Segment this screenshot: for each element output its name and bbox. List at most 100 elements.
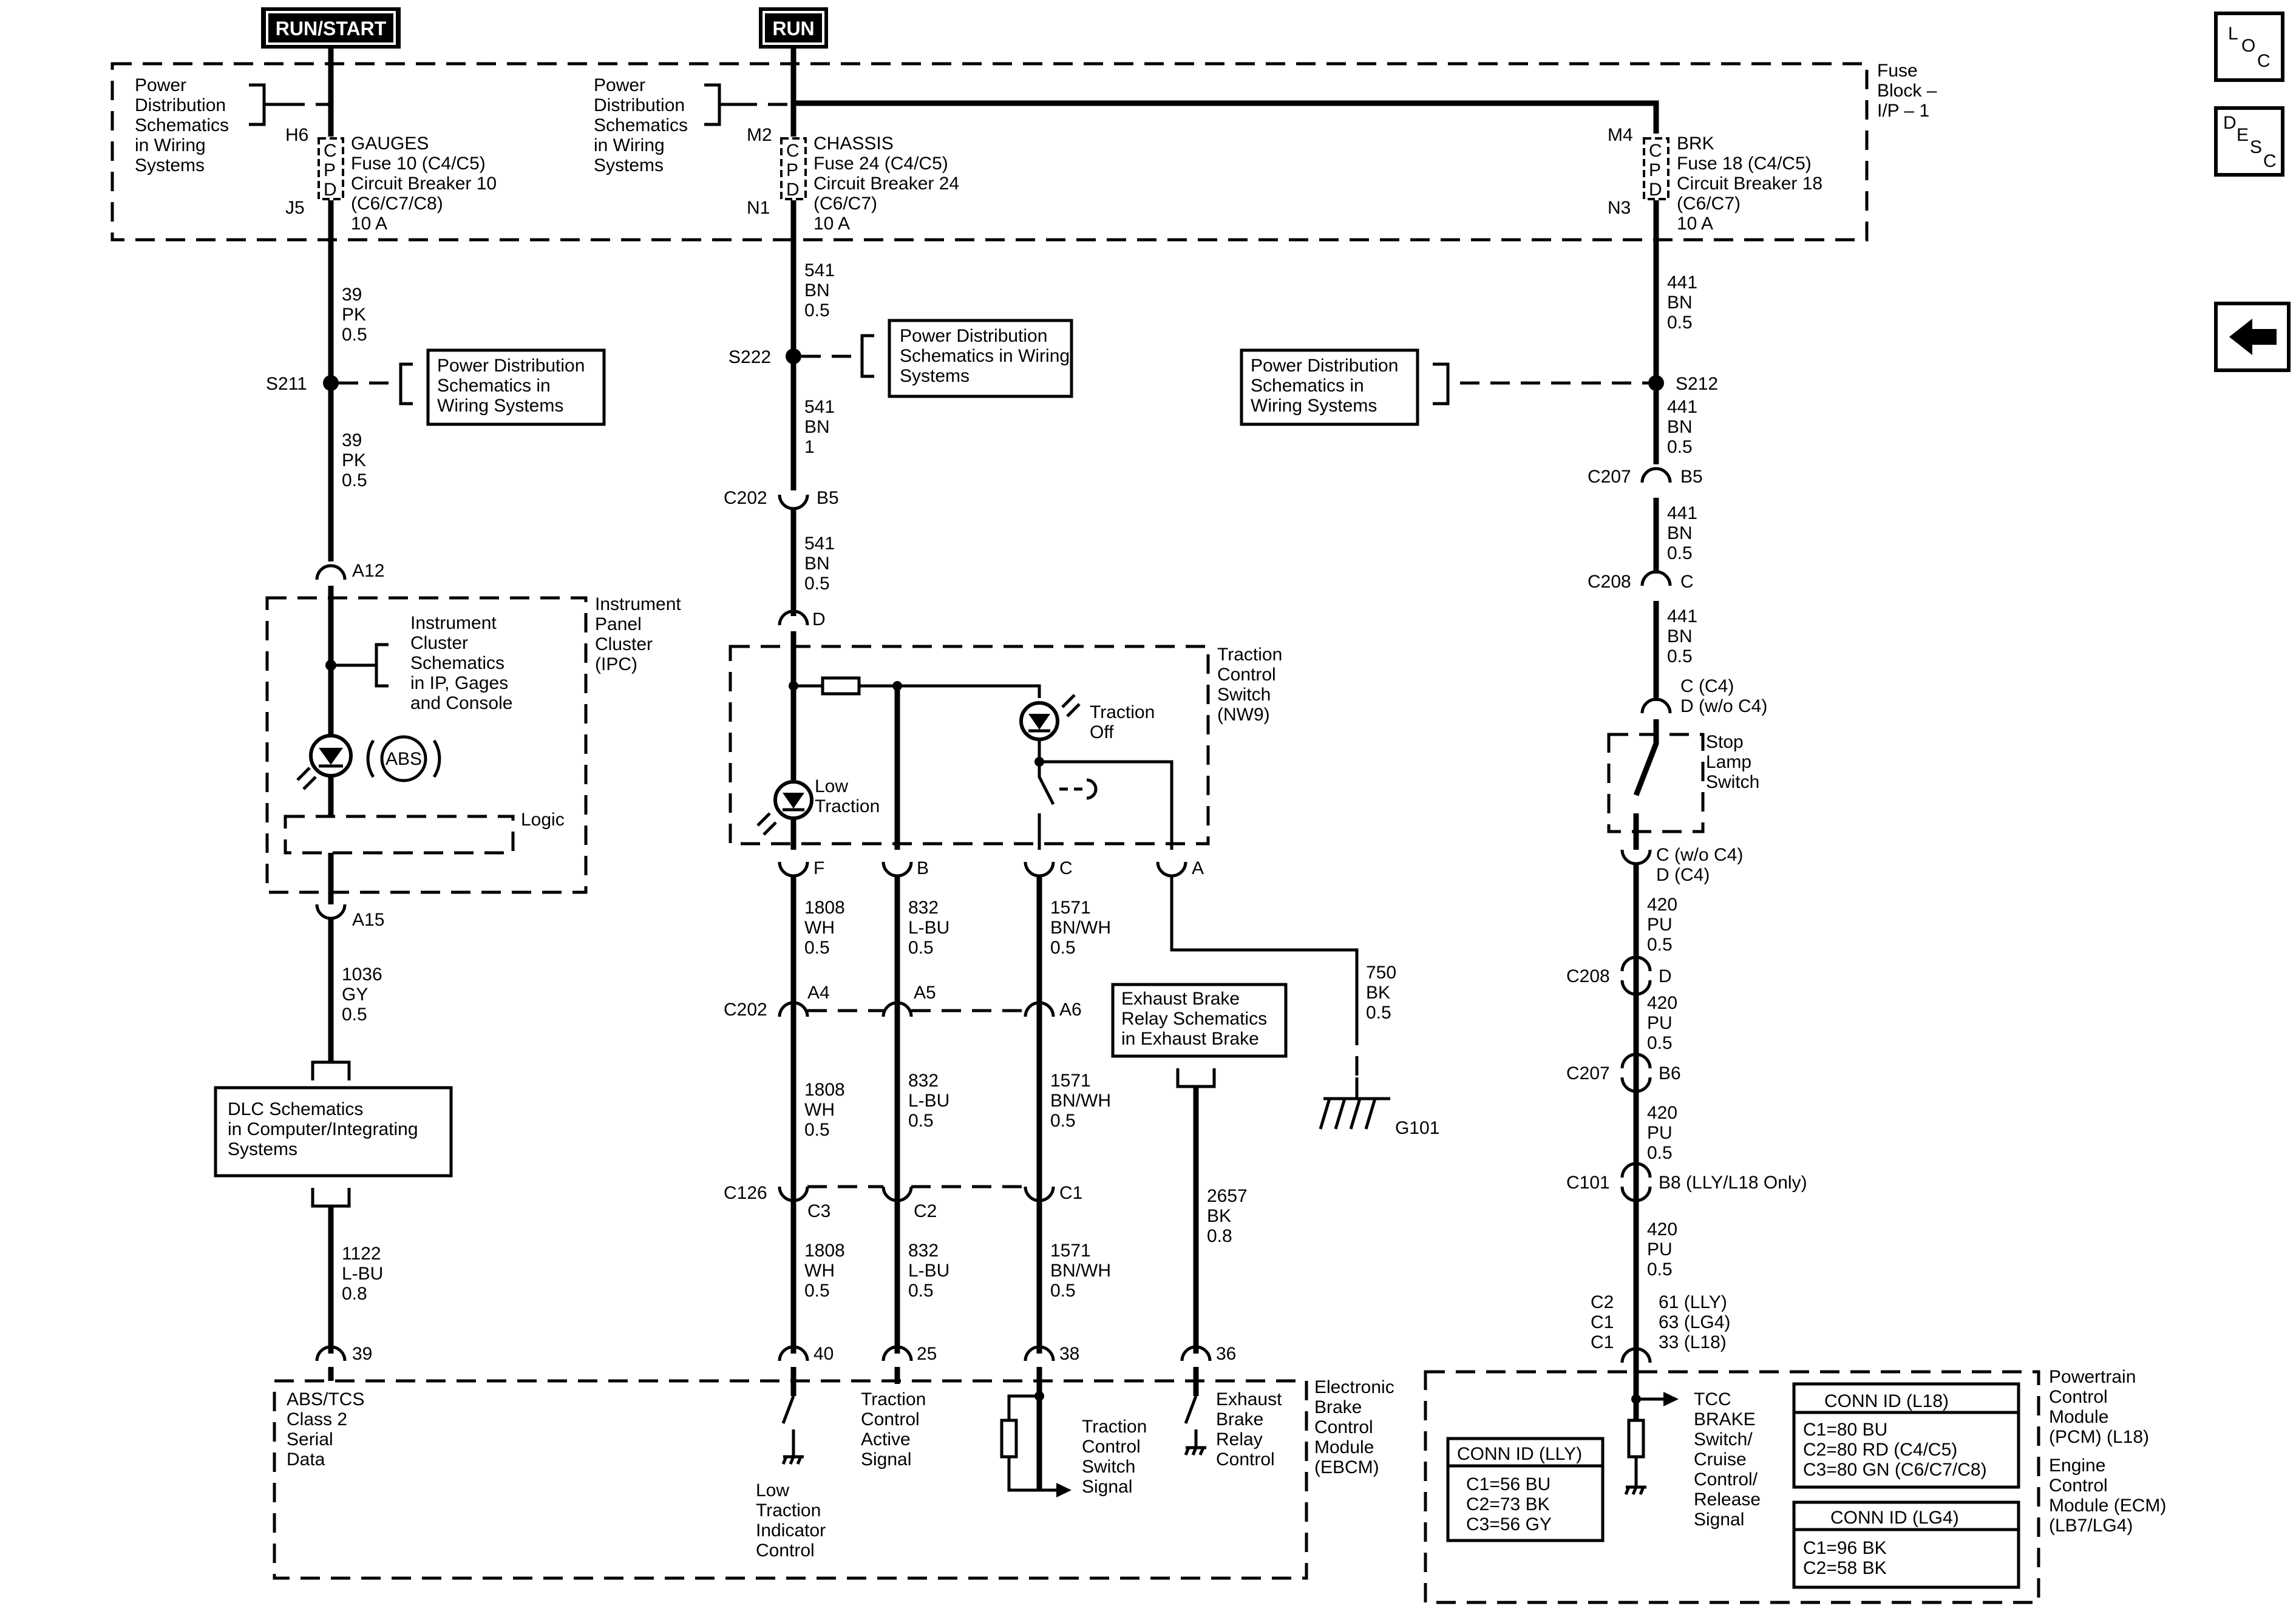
stop-lamp-text: Switch: [1706, 772, 1759, 792]
pds-box-text: Power Distribution: [1251, 356, 1398, 376]
run-label: RUN: [772, 18, 814, 39]
cpd-p: P: [1649, 160, 1661, 180]
connector-pin: 33 (L18): [1659, 1332, 1727, 1352]
low-traction-text: Low: [815, 776, 848, 796]
fuse-amps: 10 A: [351, 214, 387, 234]
fuse-rating: Fuse 24 (C4/C5): [813, 154, 948, 174]
connector-pin: 25: [917, 1344, 937, 1364]
ebcm-func-text: Control: [1082, 1437, 1141, 1457]
splice-s222: [786, 348, 801, 364]
description-button[interactable]: D E S C: [2214, 106, 2284, 177]
conn-id-lly-table: CONN ID (LLY) C1=56 BU C2=73 BK C3=56 GY: [1446, 1437, 1605, 1542]
tcs-text: (NW9): [1217, 705, 1270, 725]
back-arrow-button[interactable]: [2214, 302, 2291, 372]
connector-pin: C: [1680, 572, 1694, 592]
fuse-cavity: N3: [1608, 198, 1631, 218]
ebcm-func-text: Control: [1216, 1449, 1275, 1470]
cpd-c: C: [1649, 141, 1662, 161]
wire-color: BN: [1667, 523, 1693, 543]
wire-2657-label: 2657 BK 0.8: [1207, 1186, 1248, 1246]
wire-color: BN: [1667, 417, 1693, 437]
connector-name: C202: [724, 488, 767, 508]
fuse-block-label: Fuse Block – I/P – 1: [1877, 61, 1937, 121]
fuse-rating: (C6/C7/C8): [351, 194, 443, 214]
wire-circuit: 441: [1667, 503, 1697, 523]
wire-size: 0.5: [908, 1111, 934, 1131]
fuse-name: BRK: [1677, 134, 1714, 154]
ebcm-tc-active: Traction Control Active Signal: [861, 1389, 926, 1470]
fuse-cavity: J5: [285, 198, 305, 218]
wire-circuit: 1808: [804, 1241, 845, 1261]
ipc-text: Panel: [595, 614, 642, 634]
wire-color: BK: [1207, 1206, 1231, 1226]
wire-color: WH: [804, 918, 835, 938]
connector-pin: A12: [352, 561, 384, 581]
fuse-rating: Circuit Breaker 24: [813, 174, 959, 194]
ebcm-func-text: Signal: [1082, 1477, 1132, 1497]
connector-pin: D: [812, 609, 826, 629]
tcc-text: Control/: [1694, 1470, 1758, 1490]
stop-lamp-label: Stop Lamp Switch: [1706, 732, 1759, 792]
wire-1122-label: 1122 L-BU 0.8: [342, 1244, 383, 1304]
fuse-name: CHASSIS: [813, 134, 894, 154]
wire-size: 0.5: [908, 1281, 934, 1301]
pds-box-text: Schematics in: [1251, 376, 1364, 396]
wire-size: 0.8: [1207, 1226, 1232, 1246]
splice-s211: [323, 375, 339, 391]
wire-size: 0.5: [1647, 935, 1673, 955]
pds-box-text: Schematics in Wiring: [900, 346, 1070, 366]
stop-lamp-text: Lamp: [1706, 752, 1751, 772]
wire-color: BN: [804, 280, 830, 300]
ipc-label: Instrument Panel Cluster (IPC): [595, 594, 681, 674]
run-start-feed: RUN/START: [261, 7, 401, 49]
ipc-text: Instrument: [595, 594, 681, 614]
back-arrow-icon: [2229, 319, 2277, 355]
wire-size: 0.8: [342, 1284, 367, 1304]
conn-id-title: CONN ID (LLY): [1457, 1444, 1582, 1464]
ebcm-func-text: Control: [861, 1409, 920, 1429]
ipc-ref-text: Schematics: [410, 653, 504, 673]
wire-541-label: 541 BN 0.5 541 BN 1: [804, 260, 835, 457]
wire-size: 0.5: [1050, 1111, 1076, 1131]
wire-color: PU: [1647, 915, 1673, 935]
connector-name: C2: [1591, 1292, 1614, 1312]
wire-39-label: 39 PK 0.5 39 PK 0.5: [342, 285, 367, 490]
wire-color: WH: [804, 1261, 835, 1281]
arrow-icon: [1056, 1483, 1072, 1497]
ebcm-func-text: Active: [861, 1429, 911, 1449]
wire-size: 0.5: [1050, 1281, 1076, 1301]
fuse-cavity: N1: [747, 198, 770, 218]
pds-text: Systems: [135, 155, 205, 175]
conn-id-l18-table: CONN ID (L18) C1=80 BU C2=80 RD (C4/C5) …: [1792, 1382, 2020, 1489]
connector-pin: C3: [807, 1201, 830, 1221]
ebcm-pins: 40 25 38 36: [778, 1344, 1236, 1364]
wire-color: L-BU: [908, 1261, 949, 1281]
ebcm-label: Electronic Brake Control Module (EBCM): [1314, 1377, 1394, 1477]
wire-size: 0.5: [804, 574, 830, 594]
pds-box-s211: [426, 348, 606, 426]
ebcm-box: [273, 1379, 1308, 1580]
fuse-amps: 10 A: [1677, 214, 1713, 234]
ipc-schematics-label: Instrument Cluster Schematics in IP, Gag…: [410, 613, 512, 713]
loc-letter: L: [2228, 24, 2238, 44]
wire-size: 0.5: [804, 1281, 830, 1301]
pds-text: Systems: [594, 155, 664, 175]
connector-pin: 38: [1059, 1344, 1079, 1364]
connector-pin: C (C4): [1680, 676, 1734, 696]
wire-circuit: 1571: [1050, 898, 1091, 918]
pds-text: in Wiring: [594, 135, 665, 155]
wire-circuit: 1036: [342, 964, 382, 985]
ipc-box: [265, 596, 588, 894]
wire-1036-label: 1036 GY 0.5: [342, 964, 382, 1025]
low-traction-led-icon: [756, 780, 813, 836]
splice-label: S211: [266, 374, 307, 394]
splice-s212: [1648, 375, 1664, 391]
wire-size: 0.5: [908, 938, 934, 958]
wire-441-label-3: 441 BN 0.5: [1667, 606, 1697, 666]
tcc-brake-label: TCC BRAKE Switch/ Cruise Control/ Releas…: [1694, 1389, 1761, 1530]
wire-color: L-BU: [908, 918, 949, 938]
conn-id-row: C1=80 BU: [1803, 1420, 1887, 1440]
location-button[interactable]: L O C: [2214, 12, 2284, 82]
connector-pin: 39: [352, 1344, 372, 1364]
ebcm-text: Module: [1314, 1437, 1374, 1457]
